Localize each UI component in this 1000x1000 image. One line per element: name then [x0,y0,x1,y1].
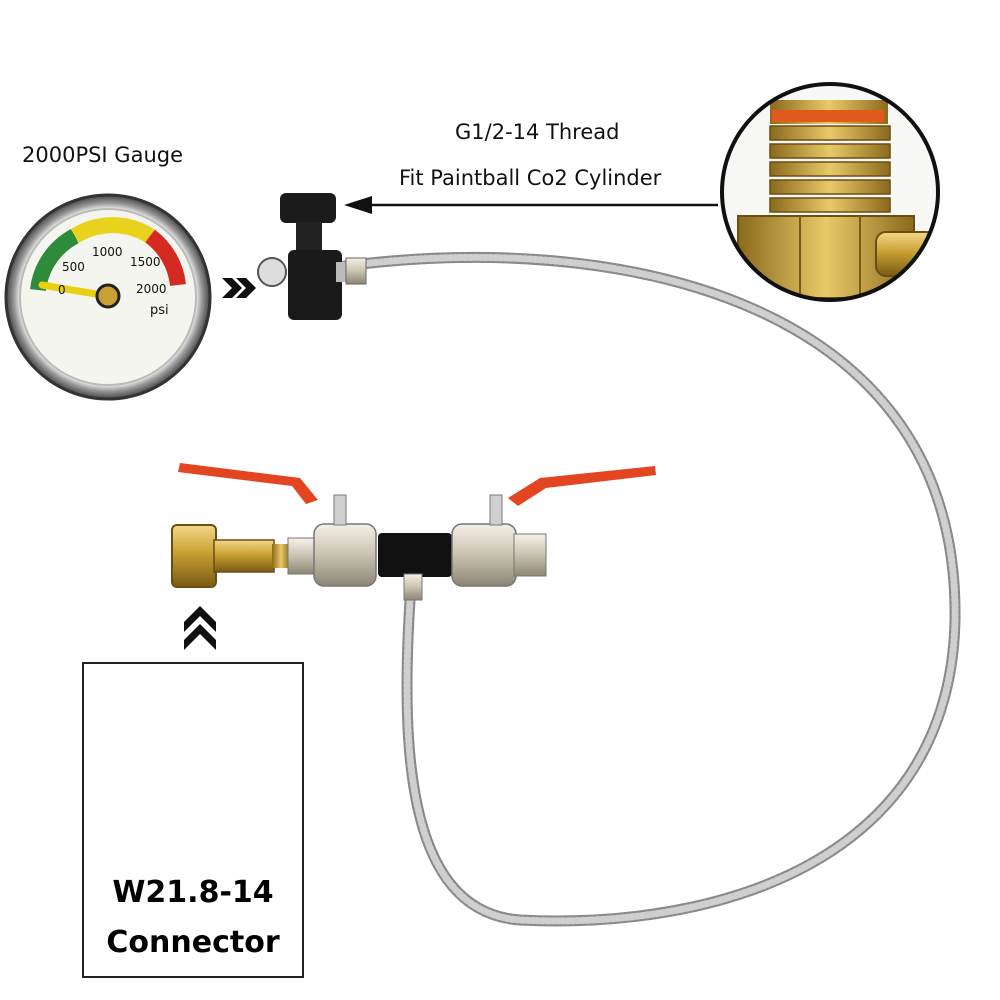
gauge-scale-500: 500 [62,260,85,274]
arrow-left-icon [344,196,718,214]
gauge-scale-2000: 2000 [136,282,167,296]
gauge-scale-1000: 1000 [92,245,123,259]
connector-caption: W21.8-14 Connector [84,868,302,968]
pressure-gauge: 0 500 1000 1500 2000 psi [4,193,212,401]
gauge-scale-0: 0 [58,283,66,297]
connector-detail-frame: W21.8-14 Connector [82,662,304,978]
double-chevron-up-icon [184,606,216,650]
fill-adapter [257,193,367,320]
thread-caption-line-1: G1/2-14 Thread [455,120,620,144]
thread-caption-line-2: Fit Paintball Co2 Cylinder [399,166,662,190]
connector-caption-line-1: W21.8-14 [112,875,274,910]
gauge-scale-1500: 1500 [130,255,161,269]
gauge-caption: 2000PSI Gauge [22,143,184,167]
valve-manifold [171,463,656,601]
braided-hose [339,251,961,927]
connector-caption-line-2: Connector [106,925,280,960]
double-chevron-right-icon [222,278,256,298]
gauge-unit: psi [150,303,169,318]
